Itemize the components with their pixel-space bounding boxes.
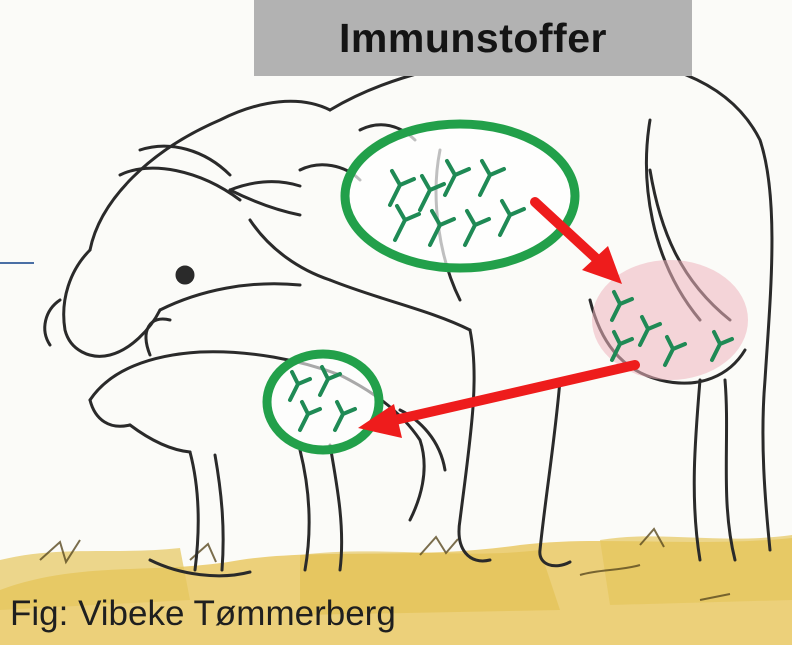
title-banner: Immunstoffer — [254, 0, 692, 76]
figure-title: Immunstoffer — [339, 15, 607, 62]
figure-credit: Fig: Vibeke Tømmerberg — [10, 596, 396, 631]
lamb-outline — [90, 319, 424, 576]
antibody-cluster-small — [267, 354, 379, 450]
divider-line — [0, 262, 34, 264]
arrow-icon — [358, 365, 635, 438]
antibody-cluster-large — [345, 124, 575, 268]
